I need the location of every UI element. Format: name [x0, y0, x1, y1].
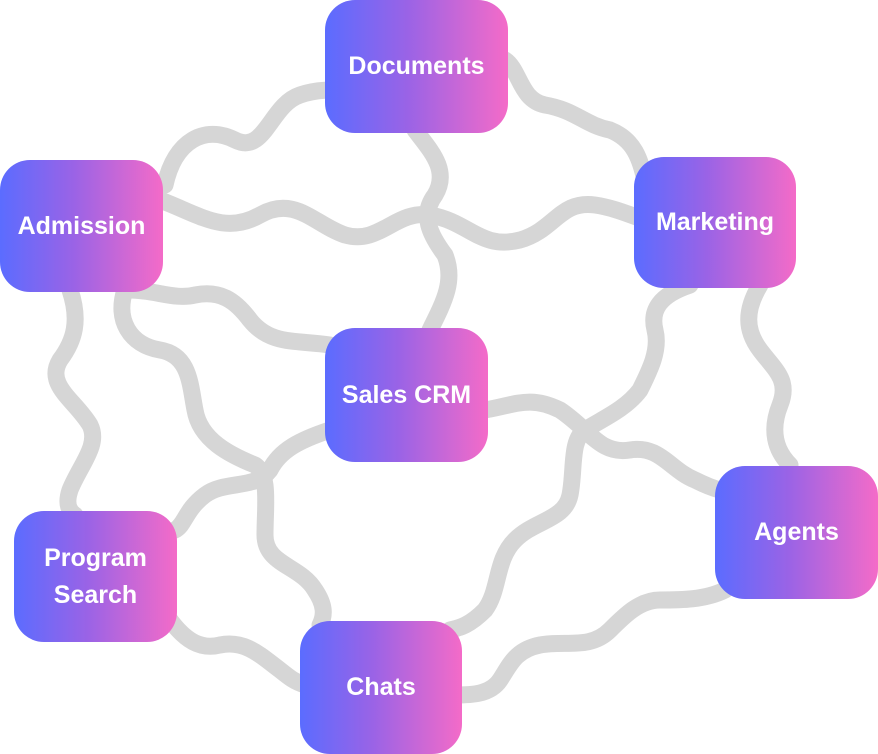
connector-program-chats — [161, 611, 314, 694]
program-search-node: Program Search — [14, 511, 177, 642]
connector-documents-center — [406, 121, 458, 339]
program-search-label-line2: Search — [53, 580, 138, 609]
connector-sales-program — [166, 421, 339, 539]
marketing-label: Marketing — [655, 208, 775, 237]
connector-admission-sales — [121, 281, 339, 354]
connector-agents-chats — [446, 581, 734, 704]
chats-node: Chats — [300, 621, 462, 754]
agents-label: Agents — [754, 518, 839, 547]
connector-marketing-chats — [441, 276, 699, 639]
agents-node: Agents — [715, 466, 878, 599]
admission-label: Admission — [17, 211, 146, 240]
sales-crm-node: Sales CRM — [325, 328, 488, 462]
connector-documents-marketing — [496, 51, 654, 189]
sales-crm-label: Sales CRM — [341, 380, 472, 409]
documents-label: Documents — [348, 52, 485, 81]
connector-marketing-agents — [740, 276, 799, 474]
program-search-label-line1: Program — [44, 544, 147, 573]
connector-admission-documents — [156, 79, 344, 194]
connector-admission-marketing — [151, 191, 654, 251]
marketing-node: Marketing — [634, 157, 796, 288]
admission-node: Admission — [0, 160, 163, 292]
program-search-label: Program Search — [44, 540, 147, 613]
connector-admission-program — [47, 281, 102, 524]
connector-sales-agents — [476, 393, 729, 499]
connector-admission-chats — [113, 281, 332, 634]
chats-label: Chats — [346, 673, 416, 702]
documents-node: Documents — [325, 0, 508, 133]
